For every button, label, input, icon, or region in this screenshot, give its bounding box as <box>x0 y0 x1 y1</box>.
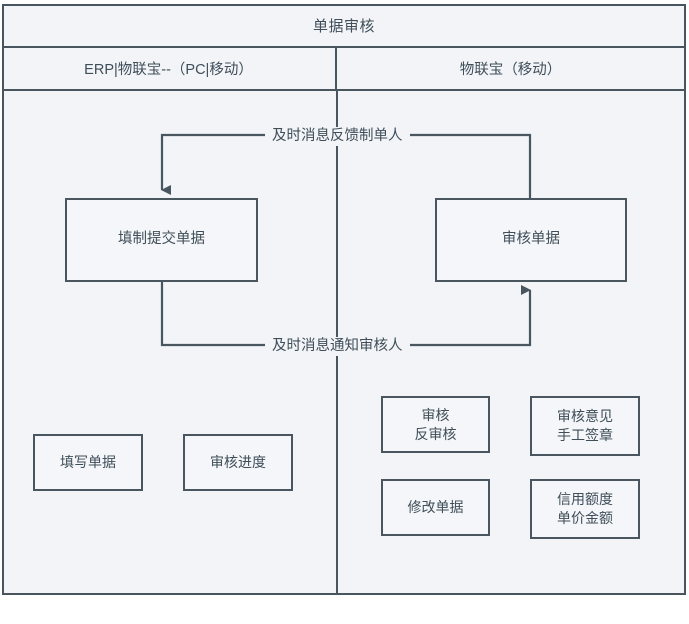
node-write-document[interactable]: 填写单据 <box>33 434 143 491</box>
node-review-unreview[interactable]: 审核 反审核 <box>381 396 490 453</box>
node-review-unreview-line2: 反审核 <box>414 425 457 442</box>
node-review-unreview-line1: 审核 <box>421 406 450 423</box>
node-fill-submit-label: 填制提交单据 <box>118 231 205 248</box>
page-title: 单据审核 <box>312 17 375 35</box>
lane-header-row: ERP|物联宝--（PC|移动） 物联宝（移动） <box>2 48 686 91</box>
node-review-opinion-signature[interactable]: 审核意见 手工签章 <box>530 396 640 456</box>
lane-header-mobile: 物联宝（移动） <box>337 48 684 89</box>
lane-header-erp: ERP|物联宝--（PC|移动） <box>2 48 337 89</box>
node-review-document[interactable]: 审核单据 <box>435 198 627 282</box>
lane-header-mobile-label: 物联宝（移动） <box>459 62 562 78</box>
lane-header-erp-label: ERP|物联宝--（PC|移动） <box>84 62 253 78</box>
node-fill-submit-document[interactable]: 填制提交单据 <box>65 198 258 282</box>
diagram-title-row: 单据审核 <box>2 4 686 48</box>
node-review-progress[interactable]: 审核进度 <box>183 434 293 491</box>
node-modify-document[interactable]: 修改单据 <box>381 479 490 536</box>
node-opinion-sign-line2: 手工签章 <box>557 427 613 443</box>
node-review-doc-label: 审核单据 <box>502 231 560 248</box>
node-write-doc-label: 填写单据 <box>60 454 116 471</box>
node-review-progress-label: 审核进度 <box>210 454 266 471</box>
edge-label-notify: 及时消息通知审核人 <box>265 337 410 357</box>
edge-label-feedback: 及时消息反馈制单人 <box>265 127 410 147</box>
node-credit-amount-line2: 单价金额 <box>557 510 613 526</box>
node-credit-amount-line1: 信用额度 <box>557 491 613 508</box>
node-opinion-sign-line1: 审核意见 <box>557 408 613 425</box>
node-credit-limit-unit-price[interactable]: 信用额度 单价金额 <box>530 479 640 539</box>
node-modify-doc-label: 修改单据 <box>407 499 464 516</box>
